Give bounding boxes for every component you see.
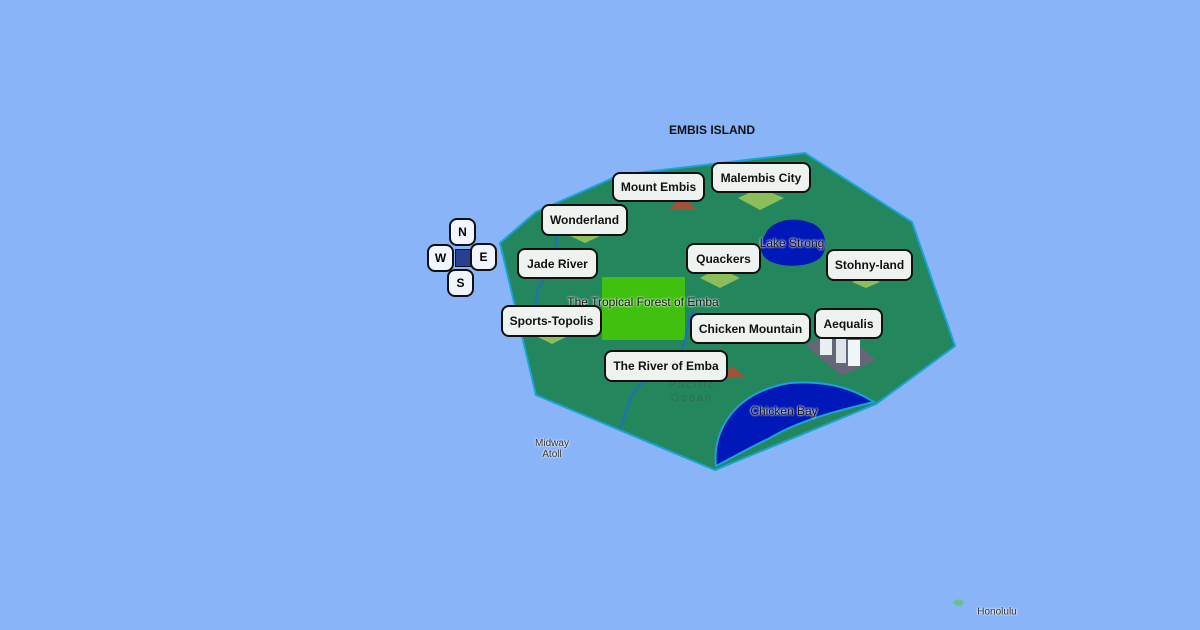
compass-east-button[interactable]: E [470, 243, 497, 271]
place-chicken-mountain[interactable]: Chicken Mountain [690, 313, 811, 344]
atoll-line2: Atoll [542, 449, 562, 460]
chicken-bay-label: Chicken Bay [750, 404, 818, 418]
honolulu-label: Honolulu [977, 606, 1017, 618]
malembis-city-icon [738, 188, 784, 210]
place-river-of-emba[interactable]: The River of Emba [604, 350, 728, 382]
ocean-label-line2: Ocean [670, 392, 714, 404]
compass-west-button[interactable]: W [427, 244, 454, 272]
mountain-icon [668, 196, 697, 210]
place-stohny-land[interactable]: Stohny-land [826, 249, 913, 281]
atoll-line1: Midway [535, 438, 569, 449]
place-jade-river[interactable]: Jade River [517, 248, 598, 279]
chicken-bay-shape [714, 381, 877, 468]
compass-north-button[interactable]: N [449, 218, 476, 246]
forest-label: The Tropical Forest of Emba [567, 295, 719, 309]
map-title: EMBIS ISLAND [668, 123, 756, 137]
compass-south-button[interactable]: S [447, 269, 474, 297]
place-mount-embis[interactable]: Mount Embis [612, 172, 705, 202]
place-malembis-city[interactable]: Malembis City [711, 162, 811, 193]
tropical-forest-area [602, 277, 685, 340]
lake-strong-shape [760, 219, 826, 266]
lake-strong-label: Lake Strong [759, 236, 825, 250]
place-quackers[interactable]: Quackers [686, 243, 761, 274]
place-sports-topolis[interactable]: Sports-Topolis [501, 305, 602, 337]
ocean-label-line1: Pacific [668, 379, 716, 391]
place-wonderland[interactable]: Wonderland [541, 204, 628, 236]
honolulu-island [953, 599, 964, 606]
place-aequalis[interactable]: Aequalis [814, 308, 883, 339]
